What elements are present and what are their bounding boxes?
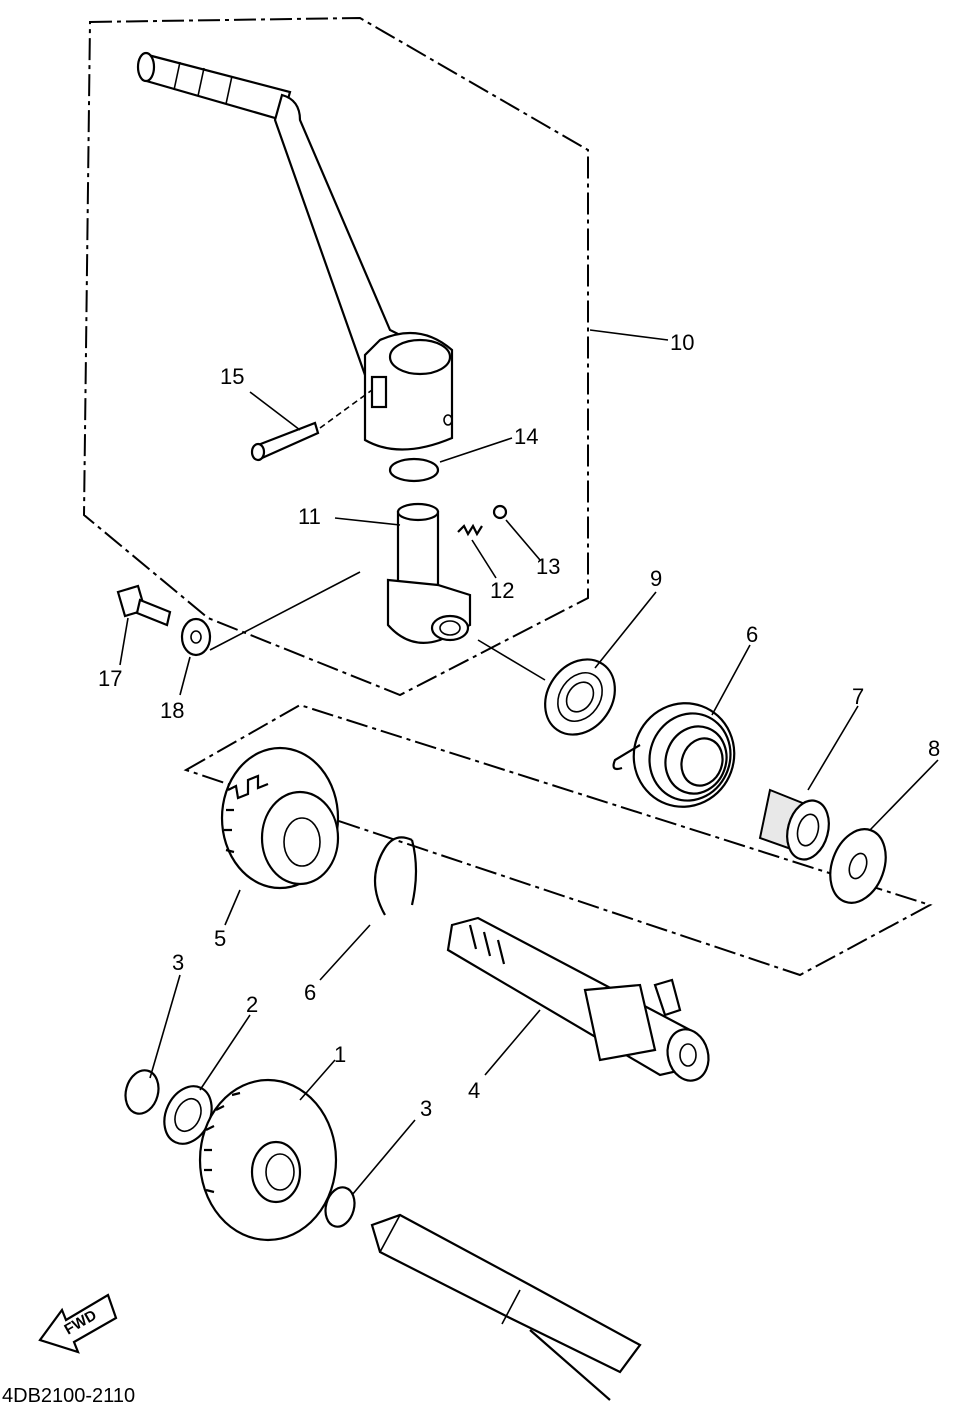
label-6: 6 xyxy=(304,980,316,1005)
label-17: 17 xyxy=(98,666,122,691)
label-11: 10 xyxy=(670,330,694,355)
assembly-outline-lower xyxy=(183,703,933,977)
thrust-washer-drawing xyxy=(829,828,887,904)
label-2: 2 xyxy=(246,992,258,1017)
label-12: 11 xyxy=(298,504,321,529)
label-10: 9 xyxy=(650,566,662,591)
spring-guide-drawing xyxy=(758,788,830,861)
label-3-left: 3 xyxy=(172,950,184,975)
torsion-spring-drawing xyxy=(612,702,736,808)
diagram-code: 4DB2100-2110 xyxy=(2,1385,135,1407)
leader-lines xyxy=(119,329,939,1196)
label-18: 18 xyxy=(160,698,184,723)
label-7: 6 xyxy=(746,622,758,647)
circlip-right-drawing xyxy=(324,1186,356,1228)
part-labels: 10 15 14 11 12 13 17 18 9 6 7 8 5 6 3 2 … xyxy=(98,330,940,1121)
label-3-right: 3 xyxy=(420,1096,432,1121)
o-ring-drawing xyxy=(388,457,440,483)
ball-drawing xyxy=(492,504,508,520)
label-14: 13 xyxy=(536,554,560,579)
label-16: 15 xyxy=(220,364,244,389)
fwd-arrow-icon: FWD xyxy=(38,1293,118,1354)
label-9: 7 xyxy=(852,684,864,709)
label-13: 12 xyxy=(490,578,514,603)
label-15: 14 xyxy=(514,424,538,449)
washer-bolt-drawing xyxy=(180,617,212,657)
kick-crank-drawing xyxy=(136,51,454,451)
kick-gear-drawing xyxy=(198,1078,338,1242)
label-8: 8 xyxy=(928,736,940,761)
circlip-left-drawing xyxy=(124,1069,160,1115)
pin-drawing xyxy=(250,389,373,462)
spring-drawing xyxy=(457,523,483,537)
assembly-outline-upper xyxy=(82,16,589,697)
label-1: 1 xyxy=(334,1042,346,1067)
bolt-drawing xyxy=(116,584,172,627)
clip-drawing xyxy=(374,836,418,916)
shaft-drawing xyxy=(370,1213,642,1401)
label-4: 4 xyxy=(468,1078,480,1103)
ratchet-wheel-drawing xyxy=(220,746,340,890)
kick-axle-drawing xyxy=(446,916,710,1082)
label-5: 5 xyxy=(214,926,226,951)
boss-drawing xyxy=(386,502,472,644)
oil-seal-drawing xyxy=(544,658,616,736)
